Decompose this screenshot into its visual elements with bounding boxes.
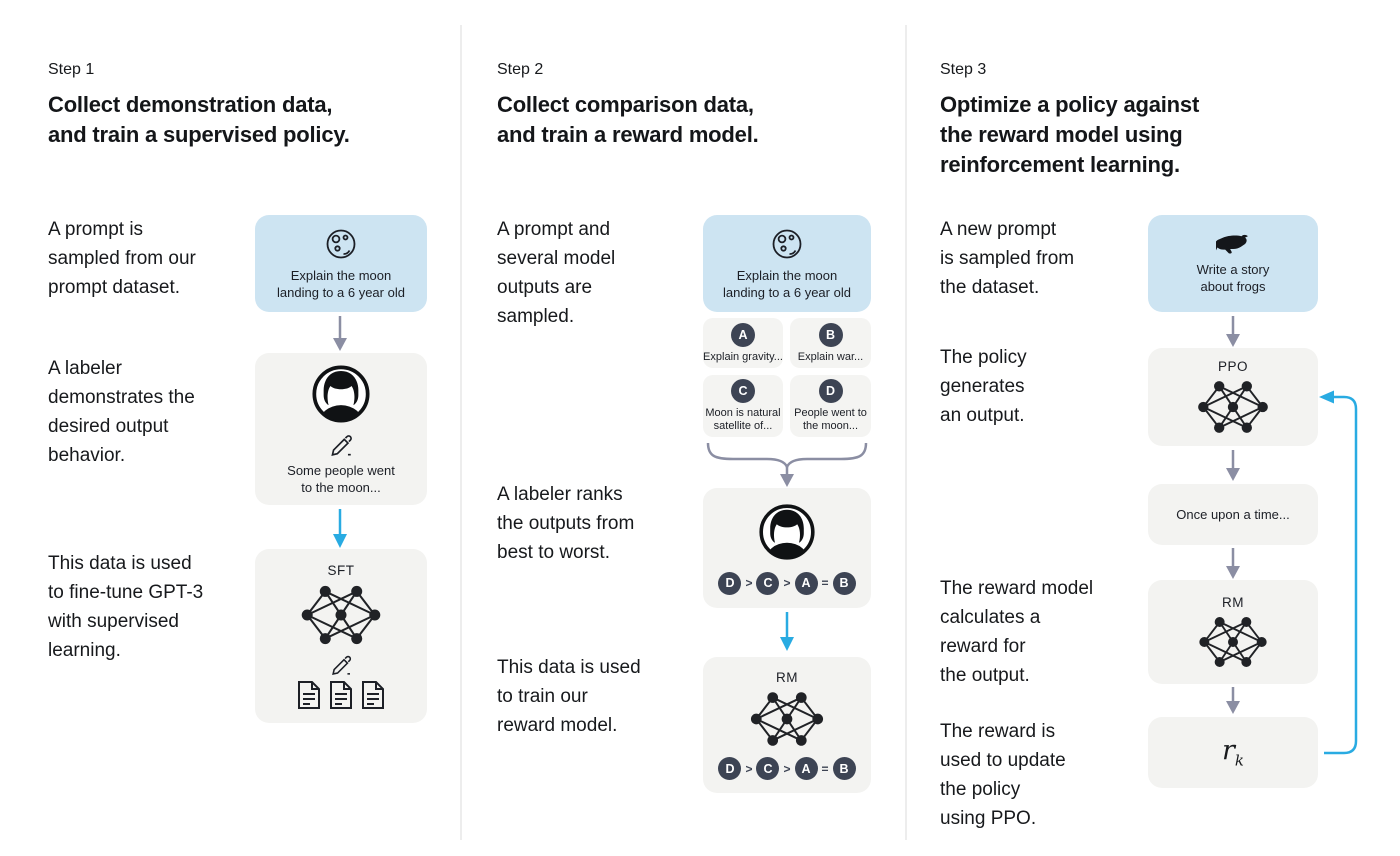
- badge-d: D: [818, 379, 843, 403]
- ranking-row: D > C > A = B: [718, 757, 856, 780]
- sft-label: SFT: [327, 562, 355, 578]
- reward-symbol: rk: [1221, 735, 1244, 770]
- network-icon: [746, 689, 828, 749]
- rank-sep: >: [783, 761, 791, 776]
- step3-caption-reward-update: The reward is used to update the policy …: [940, 721, 1066, 829]
- step2-label: Step 2: [497, 61, 544, 78]
- output-card-a: A Explain gravity...: [703, 318, 783, 368]
- step3-caption-new-prompt: A new prompt is sampled from the dataset…: [940, 219, 1075, 298]
- rank-badge-a: A: [794, 571, 818, 595]
- step3-title: Optimize a policy against the reward mod…: [940, 92, 1200, 177]
- output-text-c: Moon is natural satellite of...: [705, 407, 781, 432]
- rank-sep: >: [783, 576, 791, 590]
- step3-label: Step 3: [940, 61, 987, 78]
- rank-badge-b: B: [832, 757, 856, 780]
- arrow-down-gray: [330, 316, 350, 352]
- rank-sep: =: [821, 761, 829, 776]
- badge-c: C: [731, 379, 755, 403]
- step2-prompt-box: Explain the moon landing to a 6 year old: [703, 215, 871, 312]
- step1-title: Collect demonstration data, and train a …: [48, 92, 350, 147]
- step1-caption-sft: This data is used to fine-tune GPT-3 wit…: [48, 553, 204, 661]
- rank-badge-c: C: [756, 757, 780, 780]
- arrow-down-gray: [1223, 450, 1243, 482]
- network-icon: [1193, 614, 1273, 670]
- output-text-a: Explain gravity...: [703, 350, 783, 363]
- rank-sep: >: [745, 576, 753, 590]
- network-icon: [1192, 378, 1274, 436]
- step1-prompt-text: Explain the moon landing to a 6 year old: [277, 268, 405, 300]
- moon-icon: [323, 226, 359, 262]
- rank-badge-d: D: [718, 571, 742, 595]
- rank-sep: >: [745, 761, 753, 776]
- rank-sep: =: [821, 576, 829, 590]
- step1-label: Step 1: [48, 61, 95, 78]
- step3-reward-box: rk: [1148, 717, 1318, 788]
- documents-icon: [296, 680, 386, 710]
- rank-badge-d: D: [718, 757, 742, 780]
- step1-caption-labeler: A labeler demonstrates the desired outpu…: [48, 358, 195, 466]
- rm-label: RM: [776, 670, 798, 685]
- arrow-down-gray: [1223, 687, 1243, 715]
- step1-prompt-box: Explain the moon landing to a 6 year old: [255, 215, 427, 312]
- column-divider-1: [460, 25, 462, 840]
- step1-labeler-text: Some people went to the moon...: [287, 462, 395, 495]
- output-text-d: People went to the moon...: [794, 407, 867, 432]
- ranking-row: D > C > A = B: [718, 571, 856, 595]
- rank-badge-b: B: [832, 571, 856, 595]
- step2-outputs-grid: A Explain gravity... B Explain war... C …: [703, 318, 871, 437]
- step1-sft-box: SFT: [255, 549, 427, 723]
- badge-a: A: [731, 322, 755, 347]
- rm-label: RM: [1222, 594, 1244, 610]
- arrow-down-gray: [1223, 548, 1243, 580]
- step2-prompt-text: Explain the moon landing to a 6 year old: [723, 268, 851, 300]
- step3-output-box: Once upon a time...: [1148, 484, 1318, 545]
- output-card-b: B Explain war...: [790, 318, 871, 368]
- step2-rm-box: RM D > C > A = B: [703, 657, 871, 793]
- step2-caption-train: This data is used to train our reward mo…: [497, 657, 641, 736]
- step2-caption-ranks: A labeler ranks the outputs from best to…: [497, 484, 635, 563]
- step3-caption-reward-calc: The reward model calculates a reward for…: [940, 578, 1094, 686]
- output-card-c: C Moon is natural satellite of...: [703, 375, 783, 437]
- moon-icon: [769, 226, 805, 262]
- step3-output-text: Once upon a time...: [1176, 507, 1290, 522]
- step3-caption-policy: The policy generates an output.: [940, 347, 1027, 426]
- column-divider-2: [905, 25, 907, 840]
- rank-badge-a: A: [794, 757, 818, 780]
- step3-prompt-text: Write a story about frogs: [1196, 262, 1270, 294]
- pencil-icon: [329, 652, 353, 676]
- step2-caption-sampled: A prompt and several model outputs are s…: [497, 219, 616, 327]
- arrow-down-blue: [777, 612, 797, 652]
- step1-labeler-box: Some people went to the moon...: [255, 353, 427, 505]
- step3-prompt-box: Write a story about frogs: [1148, 215, 1318, 312]
- frog-icon: [1216, 232, 1250, 256]
- arrow-down-blue: [330, 509, 350, 549]
- step1-caption-prompt: A prompt is sampled from our prompt data…: [48, 219, 196, 298]
- badge-b: B: [818, 322, 843, 347]
- ppo-label: PPO: [1217, 358, 1248, 374]
- step2-title: Collect comparison data, and train a rew…: [497, 92, 759, 147]
- labeler-icon: [757, 502, 817, 562]
- step2-ranking-box: D > C > A = B: [703, 488, 871, 608]
- arrow-down-gray: [1223, 316, 1243, 348]
- pencil-icon: [328, 431, 354, 457]
- network-icon: [295, 582, 387, 648]
- merge-brace-arrow: [703, 441, 871, 489]
- step3-rm-box: RM: [1148, 580, 1318, 684]
- feedback-loop-arrow: [1316, 388, 1366, 766]
- output-text-b: Explain war...: [797, 350, 864, 363]
- rank-badge-c: C: [756, 571, 780, 595]
- output-card-d: D People went to the moon...: [790, 375, 871, 437]
- labeler-icon: [310, 363, 372, 425]
- step3-ppo-box: PPO: [1148, 348, 1318, 446]
